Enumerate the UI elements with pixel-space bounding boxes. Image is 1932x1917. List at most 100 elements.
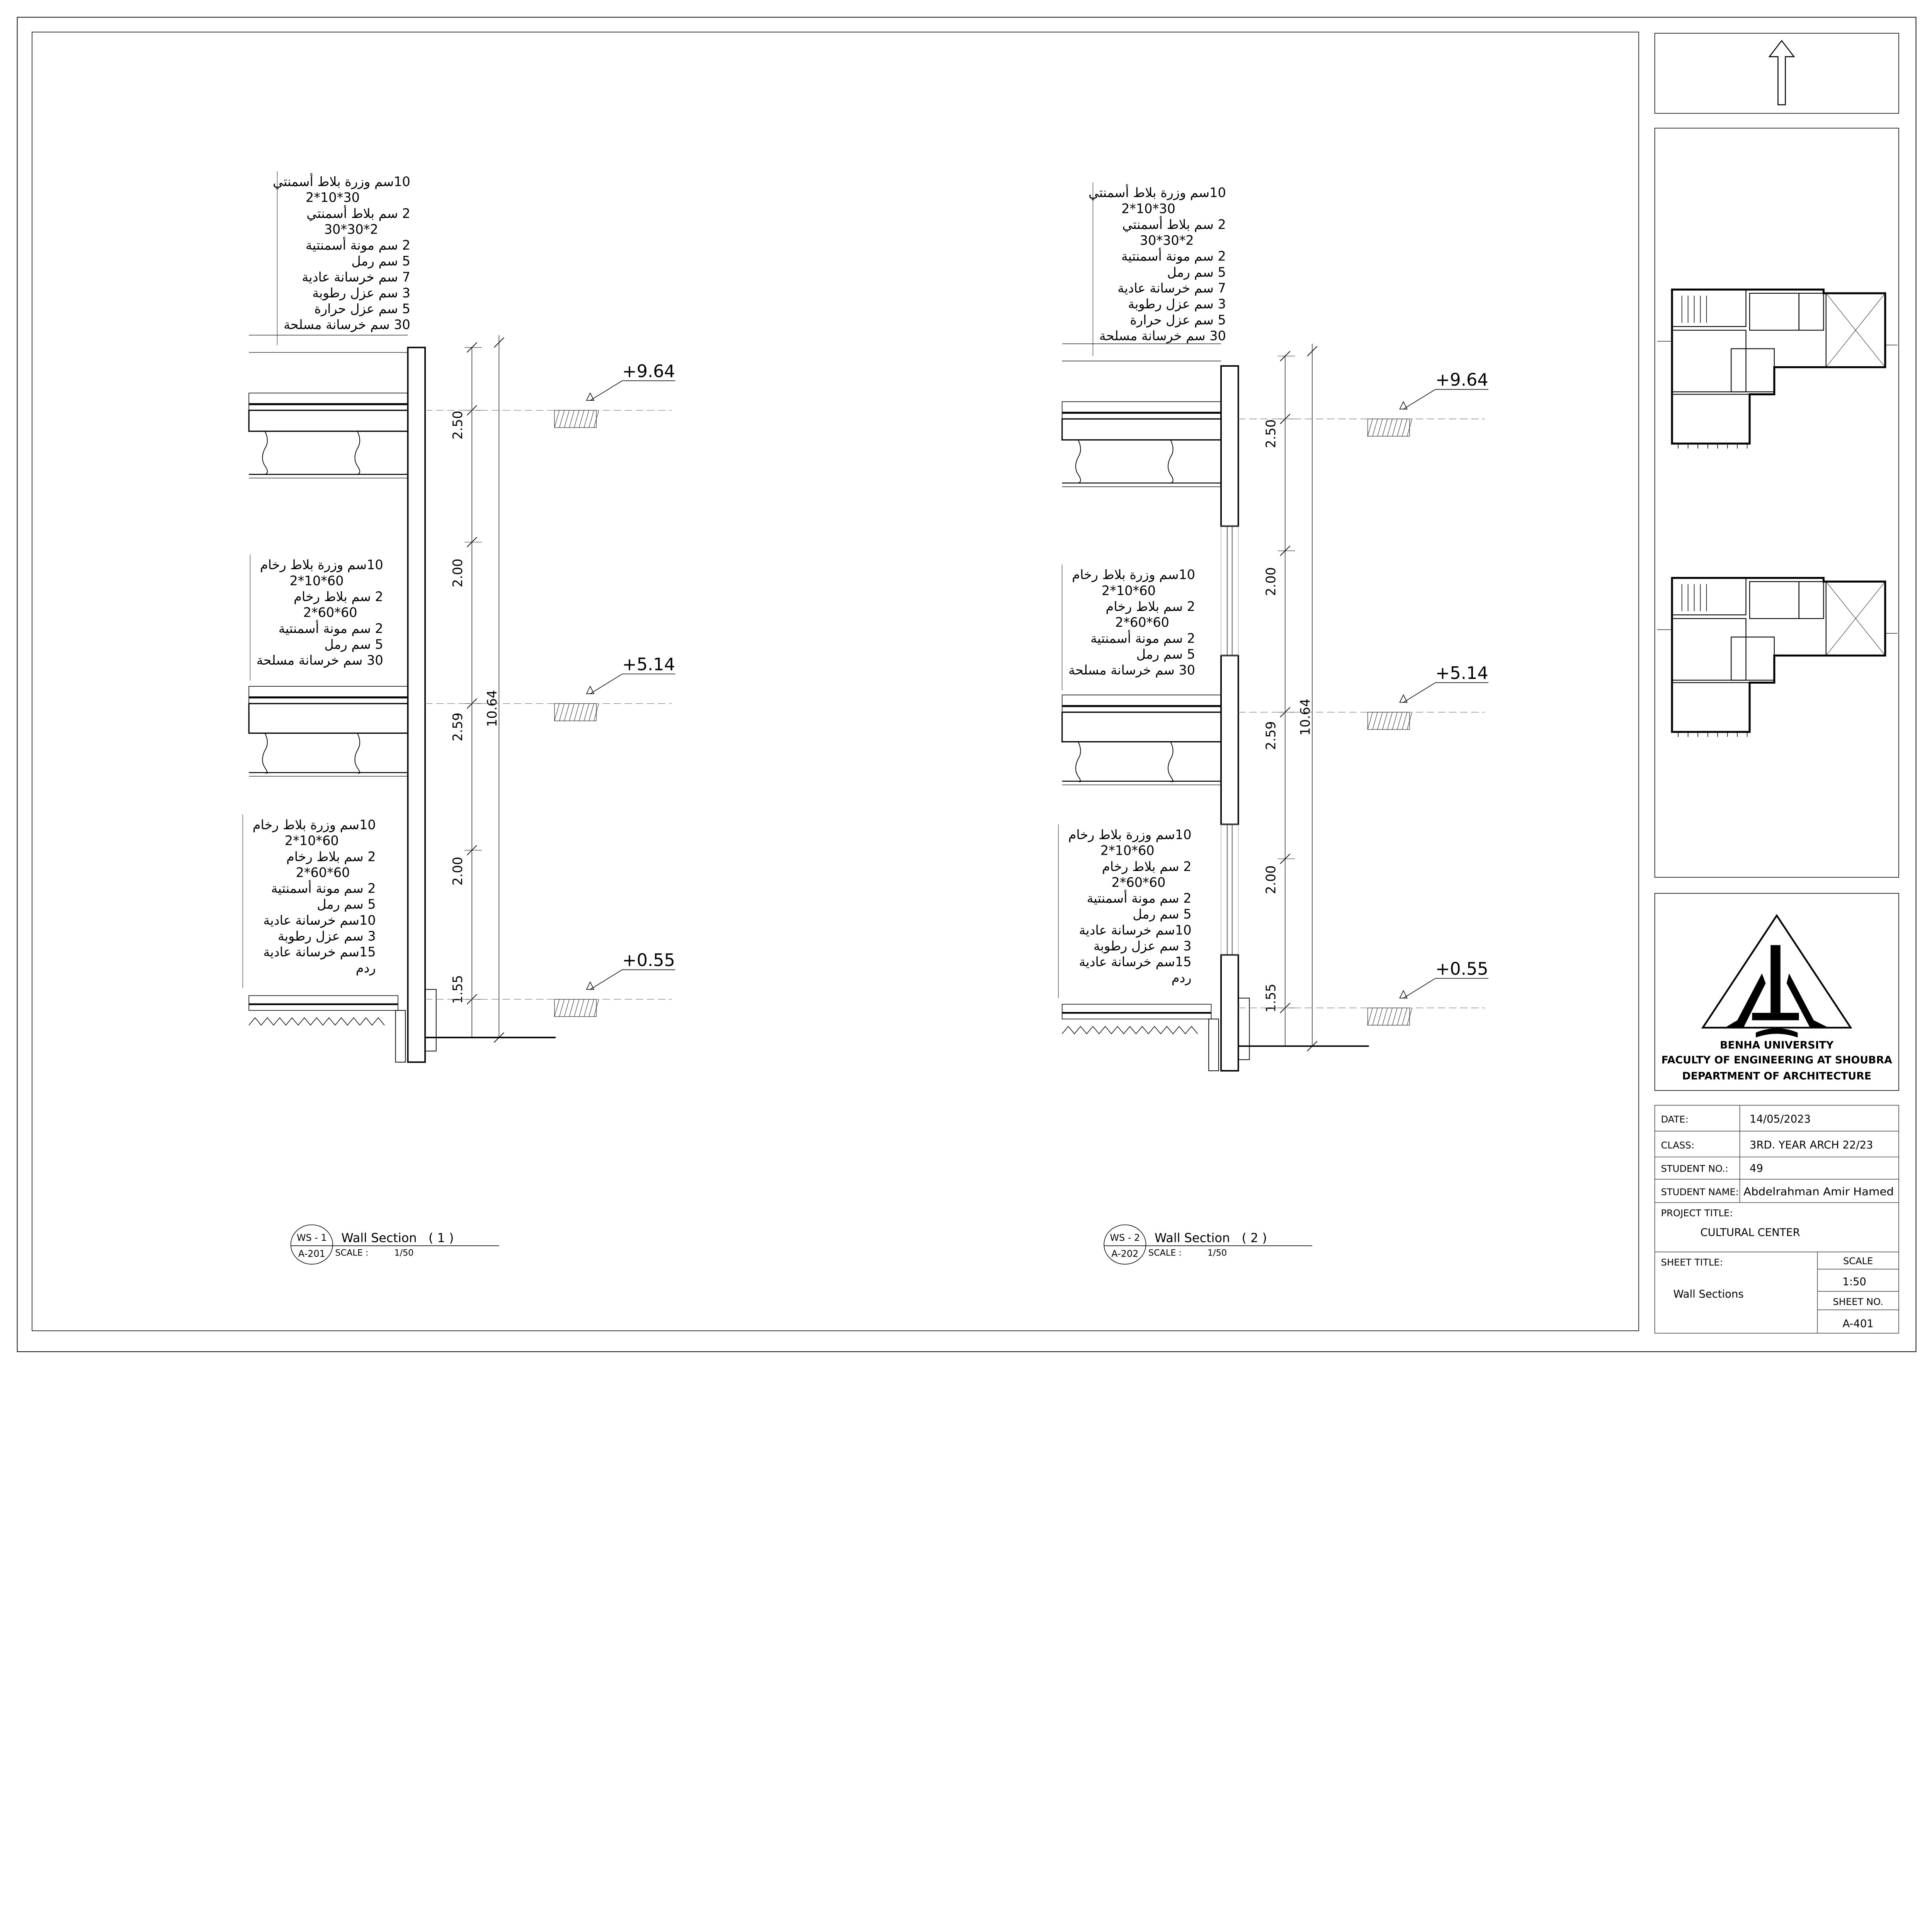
- total-dimension-label: 10.64: [1298, 699, 1313, 736]
- ground-floor-finish: [1061, 1004, 1212, 1019]
- north-arrow-box: [1654, 33, 1899, 114]
- wall-segment: [1220, 655, 1239, 825]
- logo-line-3: DEPARTMENT OF ARCHITECTURE: [1682, 1070, 1871, 1082]
- sheet-title-label: SHEET TITLE:: [1661, 1257, 1723, 1268]
- note-line: 7 سم خرسانة عادية: [1117, 281, 1226, 296]
- line: [559, 410, 565, 428]
- level-hatch: [554, 410, 597, 428]
- plinth: [425, 989, 437, 1051]
- level-marker: [1399, 978, 1489, 998]
- soil-fill-hatch: [248, 1017, 385, 1026]
- plinth: [1238, 997, 1250, 1060]
- note-line: 2 سم مونة أسمنتية: [1090, 629, 1195, 646]
- level-hatch: [554, 999, 597, 1017]
- level-marker: [586, 380, 675, 401]
- slab: [1061, 418, 1222, 441]
- sheet-title-value: Wall Sections: [1673, 1288, 1743, 1300]
- ground-floor-finish: [248, 995, 398, 1011]
- section-id: WS - 2: [1110, 1232, 1140, 1243]
- room: [1672, 330, 1747, 393]
- note-dimension: 2*60*60: [1111, 875, 1165, 890]
- slab: [1061, 711, 1222, 743]
- room: [1798, 581, 1824, 619]
- scale-value: 1:50: [1842, 1276, 1866, 1288]
- note-line: 2 سم بلاط رخام: [286, 849, 376, 864]
- line: [1382, 1008, 1388, 1026]
- project-title-value: CULTURAL CENTER: [1701, 1226, 1800, 1238]
- line: [569, 410, 575, 428]
- line: [1397, 712, 1403, 730]
- wall-section-1: 2.502.002.592.001.5510.64+9.64+5.14+0.55…: [242, 171, 675, 1265]
- room: [1825, 581, 1886, 656]
- line: [554, 703, 560, 721]
- line: [1382, 419, 1388, 436]
- sheet-no-label: SHEET NO.: [1833, 1296, 1883, 1307]
- note-line: 5 سم رمل: [1133, 907, 1191, 922]
- line: [1387, 419, 1393, 436]
- line: [579, 410, 584, 428]
- room: [1798, 293, 1824, 331]
- logo-box: [1654, 893, 1899, 1091]
- note-line: 5 سم رمل: [1167, 265, 1226, 280]
- note-line: 2 سم مونة أسمنتية: [306, 236, 410, 253]
- line: [1307, 1041, 1318, 1051]
- line: [1367, 1008, 1373, 1026]
- line: [1826, 293, 1886, 367]
- note-dimension: 2*60*60: [296, 865, 350, 880]
- level-marker: [1399, 682, 1489, 703]
- student-no-label: STUDENT NO.:: [1661, 1163, 1728, 1174]
- line: [494, 337, 504, 348]
- floor-plan: [1657, 288, 1898, 449]
- level-label: +9.64: [1435, 370, 1488, 390]
- line: [1407, 1008, 1412, 1026]
- north-arrow-icon: [1768, 40, 1795, 105]
- section-scale-label: SCALE :: [1148, 1248, 1182, 1258]
- line: [1397, 419, 1403, 436]
- dimension-label: 1.55: [450, 975, 465, 1004]
- note-line: 15سم خرسانة عادية: [1079, 954, 1191, 970]
- note-line: 10سم خرسانة عادية: [263, 913, 376, 928]
- line: [554, 999, 560, 1017]
- dimension-label: 2.00: [450, 559, 465, 588]
- line: [574, 999, 580, 1017]
- section-scale: 1/50: [394, 1248, 413, 1258]
- line: [1377, 419, 1383, 436]
- floor-finish: [1061, 694, 1221, 713]
- note-line: 2 سم مونة أسمنتية: [279, 620, 383, 636]
- level-hatch: [1367, 712, 1410, 730]
- section-scale: 1/50: [1208, 1248, 1227, 1258]
- dimension-label: 2.00: [450, 857, 465, 886]
- section-tag: [1104, 1224, 1146, 1265]
- room: [1749, 581, 1799, 619]
- note-line: 15سم خرسانة عادية: [263, 944, 376, 959]
- ceiling-hanger: [354, 733, 361, 774]
- note-dimension: 2*60*60: [1115, 615, 1169, 630]
- room: [1825, 293, 1886, 368]
- footing: [1208, 1019, 1219, 1071]
- line: [1392, 1008, 1398, 1026]
- student-name-value: Abdelrahman Amir Hamed: [1743, 1186, 1894, 1198]
- level-hatch: [1367, 1007, 1410, 1026]
- class-value: 3RD. YEAR ARCH 22/23: [1750, 1139, 1873, 1151]
- window: [1221, 526, 1239, 656]
- line: [1392, 419, 1398, 436]
- logo-line-1: BENHA UNIVERSITY: [1720, 1039, 1834, 1051]
- note-line: 2 سم بلاط رخام: [294, 589, 383, 604]
- note-line: 3 سم عزل رطوبة: [1094, 938, 1192, 953]
- room: [1672, 618, 1747, 681]
- note-line: 5 سم رمل: [317, 897, 376, 912]
- slab: [248, 703, 409, 734]
- line: [584, 410, 589, 428]
- note-line: 30 سم خرسانة مسلحة: [284, 317, 410, 332]
- room: [1731, 348, 1775, 393]
- soil-fill-hatch: [1062, 1026, 1198, 1034]
- wall-segment: [1220, 954, 1239, 1072]
- dimension-label: 2.59: [1263, 721, 1278, 750]
- note-line: 5 سم رمل: [352, 253, 410, 269]
- note-line: 10سم وزرة بلاط رخام: [253, 817, 376, 832]
- note-line: 7 سم خرسانة عادية: [302, 269, 410, 284]
- section-title: Wall Section ( 1 ): [341, 1230, 454, 1245]
- title-block: [1654, 1105, 1899, 1334]
- ceiling-hanger: [354, 431, 361, 475]
- note-line: ردم: [356, 960, 376, 975]
